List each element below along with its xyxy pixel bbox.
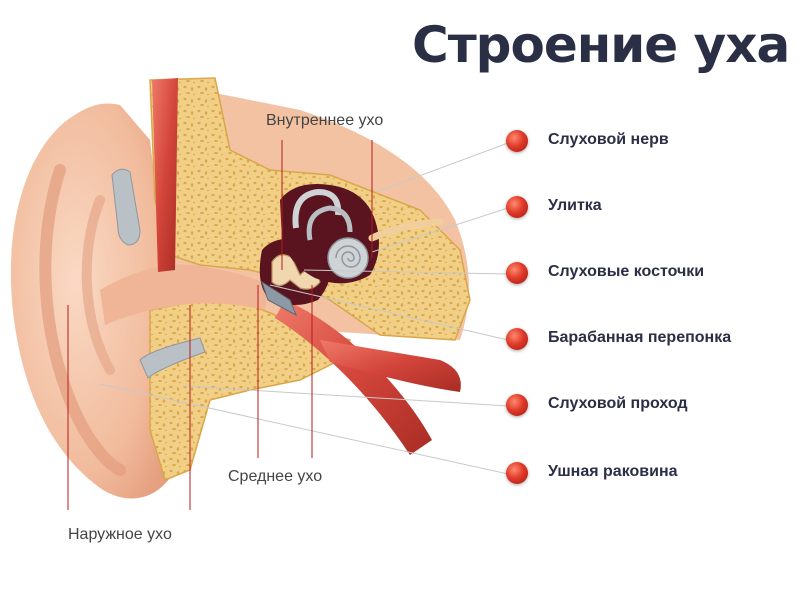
legend-item-pinna: Ушная раковина [506,460,796,486]
legend-item-cochlea: Улитка [506,194,796,220]
muscle-lower [320,340,461,392]
legend-item-eardrum: Барабанная перепонка [506,326,796,352]
cartilage-lower [139,337,206,379]
legend-label: Слуховые косточки [548,263,705,280]
legend-item-auditory-nerve: Слуховой нерв [506,128,796,154]
semicircular-canals [292,188,342,229]
eustachian-muscle [275,300,432,455]
leader-line-cochlea [371,207,509,253]
pinna-inner-fold [81,195,115,375]
legend-label: Улитка [548,197,602,214]
outer-ear-label: Наружное ухо [68,526,172,543]
pinna-helix-fold [39,164,126,476]
legend-dot-icon [506,262,528,284]
legend-dot-icon [506,394,528,416]
legend-label: Слуховой нерв [548,131,669,148]
cochlea [327,237,369,279]
legend-item-ear-canal: Слуховой проход [506,392,796,418]
legend-dot-icon [506,328,528,350]
eardrum [261,280,297,317]
auditory-nerve [368,218,444,242]
muscle-upper [152,78,178,272]
legend-item-ossicles: Слуховые косточки [506,260,796,286]
legend-dot-icon [506,462,528,484]
legend-dot-icon [506,130,528,152]
legend-label: Ушная раковина [548,463,678,480]
leader-line-pinna [99,383,509,475]
leader-line-eardrum [269,284,509,341]
cartilage-upper [111,168,141,246]
leader-line-ossicles [303,269,509,275]
legend-label: Барабанная перепонка [548,329,732,346]
leader-line-nerve [375,142,509,193]
inner-ear-label: Внутреннее ухо [266,112,384,129]
leader-line-canal [183,385,509,407]
ossicles [271,254,321,290]
legend-dot-icon [506,196,528,218]
legend-label: Слуховой проход [548,395,688,412]
semicircular-canal-2 [306,205,353,241]
ear-canal [100,264,268,325]
middle-ear-label: Среднее ухо [228,468,323,485]
diagram-title: Строение уха [412,16,790,74]
